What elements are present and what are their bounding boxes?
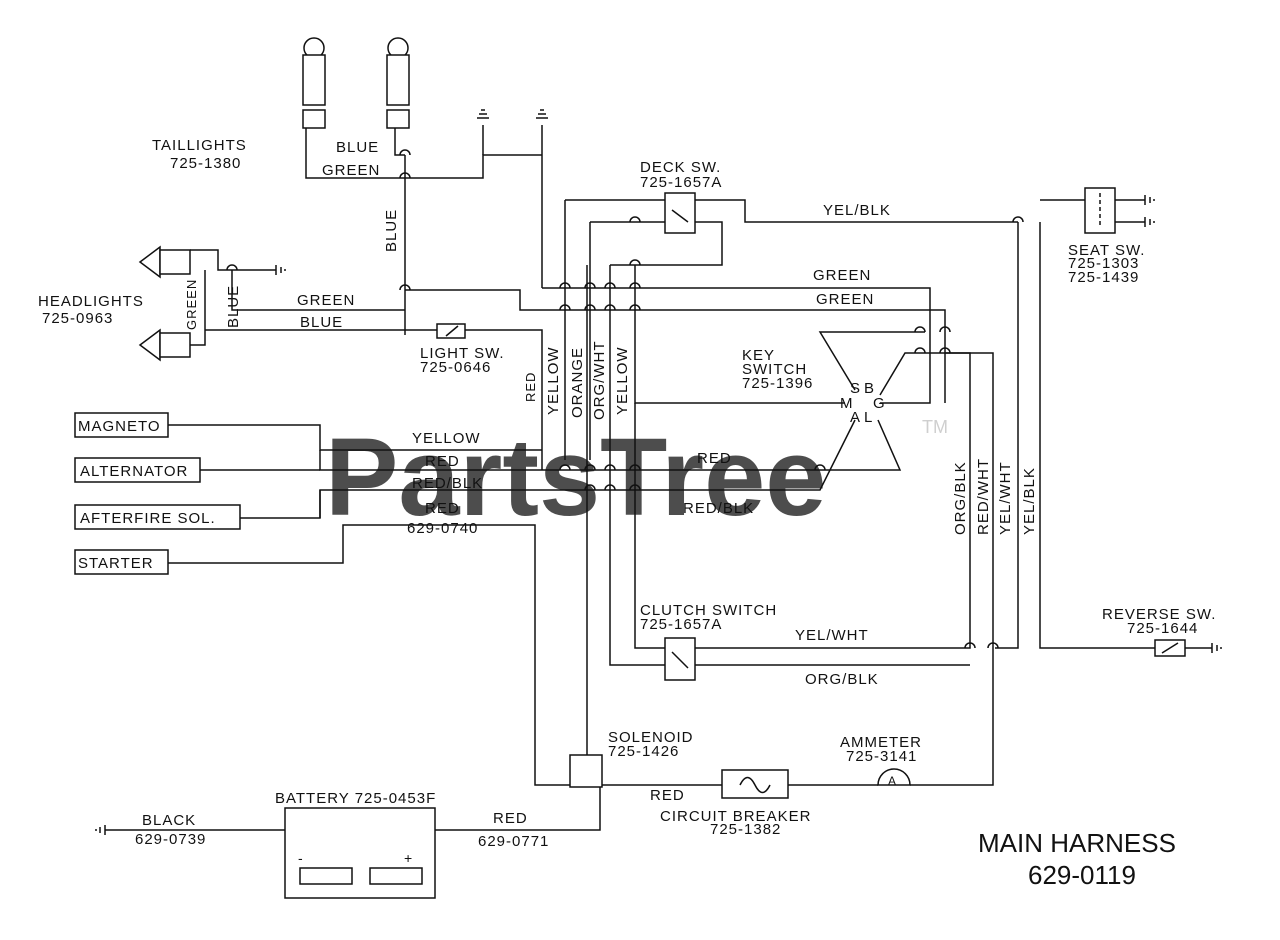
wire-blue-head: BLUE xyxy=(300,314,343,331)
diagram-title: MAIN HARNESS xyxy=(978,828,1176,858)
battery-plus: + xyxy=(404,850,412,866)
magneto-label: MAGNETO xyxy=(78,418,161,435)
deck-sw-part: 725-1657A xyxy=(640,174,722,191)
wire-red-wht-v: RED/WHT xyxy=(975,458,992,535)
battery: - + xyxy=(284,807,436,899)
taillight-left xyxy=(302,37,326,129)
magneto-box xyxy=(74,412,169,438)
clutch-switch-part: 725-1657A xyxy=(640,616,722,633)
wire-blue-tail: BLUE xyxy=(336,139,379,156)
wire-harness-part: 629-0740 xyxy=(407,520,478,537)
wire-org-wht-v: ORG/WHT xyxy=(591,341,608,421)
wire-yellow-v2: YELLOW xyxy=(614,346,631,415)
key-switch-label1: KEY xyxy=(742,347,775,364)
wire-yellow-h: YELLOW xyxy=(412,430,481,447)
circuit-breaker xyxy=(721,769,789,799)
deck-switch xyxy=(664,192,696,234)
wire-black: BLACK xyxy=(142,812,196,829)
crossovers xyxy=(226,149,1024,649)
key-pin-s: S xyxy=(850,380,861,397)
light-switch xyxy=(436,323,466,339)
reverse-sw-part: 725-1644 xyxy=(1127,620,1198,637)
key-pin-a: A xyxy=(850,409,861,426)
clutch-switch xyxy=(664,637,696,681)
reverse-switch xyxy=(1154,639,1186,657)
starter-label: STARTER xyxy=(78,555,154,572)
solenoid-part: 725-1426 xyxy=(608,743,679,760)
wire-red-h2: RED xyxy=(425,500,460,517)
wire-red-blk-right: RED/BLK xyxy=(683,500,754,517)
wire-green-head-v: GREEN xyxy=(184,279,199,330)
afterfire-box xyxy=(74,504,241,530)
ammeter-symbol: A xyxy=(888,774,896,788)
headlights-part: 725-0963 xyxy=(42,310,113,327)
taillights-part: 725-1380 xyxy=(170,155,241,172)
ammeter: A xyxy=(877,768,911,788)
wire-green-top2: GREEN xyxy=(816,291,874,308)
key-switch-part: 725-1396 xyxy=(742,375,813,392)
wire-yel-wht-h: YEL/WHT xyxy=(795,627,869,644)
seat-sw-label: SEAT SW. xyxy=(1068,242,1145,259)
diagram-subtitle: 629-0119 xyxy=(1028,860,1136,890)
battery-label: BATTERY 725-0453F xyxy=(275,790,436,807)
reverse-sw-label: REVERSE SW. xyxy=(1102,606,1216,623)
alternator-box xyxy=(74,457,201,483)
seat-sw-part1: 725-1303 xyxy=(1068,255,1139,272)
solenoid xyxy=(569,754,603,788)
wire-yellow-v1: YELLOW xyxy=(545,346,562,415)
afterfire-label: AFTERFIRE SOL. xyxy=(80,510,216,527)
wire-red-right: RED xyxy=(697,450,732,467)
wire-org-blk-h: ORG/BLK xyxy=(805,671,879,688)
battery-minus: - xyxy=(298,850,303,866)
taillight-right xyxy=(386,37,410,129)
ammeter-label: AMMETER xyxy=(840,734,922,751)
wire-yel-wht-v: YEL/WHT xyxy=(997,461,1014,535)
headlight-top xyxy=(138,245,191,279)
wire-red-cb: RED xyxy=(650,787,685,804)
solenoid-label: SOLENOID xyxy=(608,729,694,746)
wire-red-blk-h1: RED/BLK xyxy=(412,475,483,492)
wire-org-blk-v: ORG/BLK xyxy=(952,461,969,535)
light-sw-part: 725-0646 xyxy=(420,359,491,376)
wire-blue-head-v: BLUE xyxy=(225,285,242,328)
seat-sw-part2: 725-1439 xyxy=(1068,269,1139,286)
wire-green-tail: GREEN xyxy=(322,162,380,179)
starter-box xyxy=(74,549,169,575)
wire-yel-blk-top: YEL/BLK xyxy=(823,202,891,219)
wire-black-part: 629-0739 xyxy=(135,831,206,848)
wire-blue-vert: BLUE xyxy=(383,209,400,252)
clutch-switch-label: CLUTCH SWITCH xyxy=(640,602,777,619)
headlights-label: HEADLIGHTS xyxy=(38,293,144,310)
key-pin-m: M xyxy=(840,395,854,412)
circuit-breaker-part: 725-1382 xyxy=(710,821,781,838)
wire-red-batt: RED xyxy=(493,810,528,827)
wire-red-batt-part: 629-0771 xyxy=(478,833,549,850)
wire-red-h1: RED xyxy=(425,453,460,470)
circuit-breaker-label: CIRCUIT BREAKER xyxy=(660,808,811,825)
wire-red-v: RED xyxy=(523,372,538,402)
headlight-bottom xyxy=(138,328,191,362)
seat-switch xyxy=(1084,187,1116,234)
wire-orange-v: ORANGE xyxy=(569,347,586,418)
taillights-label: TAILLIGHTS xyxy=(152,137,247,154)
key-switch-label2: SWITCH xyxy=(742,361,807,378)
key-pin-b: B xyxy=(864,380,875,397)
wire-green-top1: GREEN xyxy=(813,267,871,284)
wire-green-head: GREEN xyxy=(297,292,355,309)
light-sw-label: LIGHT SW. xyxy=(420,345,505,362)
key-pin-g: G xyxy=(873,395,886,412)
deck-sw-label: DECK SW. xyxy=(640,159,721,176)
alternator-label: ALTERNATOR xyxy=(80,463,188,480)
watermark: PartsTree xyxy=(325,416,826,539)
wire-yel-blk-v: YEL/BLK xyxy=(1021,467,1038,535)
watermark-tm: TM xyxy=(922,417,948,437)
key-pin-l: L xyxy=(864,409,873,426)
labels: TAILLIGHTS 725-1380 HEADLIGHTS 725-0963 … xyxy=(38,137,1216,850)
wires xyxy=(95,109,1222,835)
ammeter-part: 725-3141 xyxy=(846,748,917,765)
